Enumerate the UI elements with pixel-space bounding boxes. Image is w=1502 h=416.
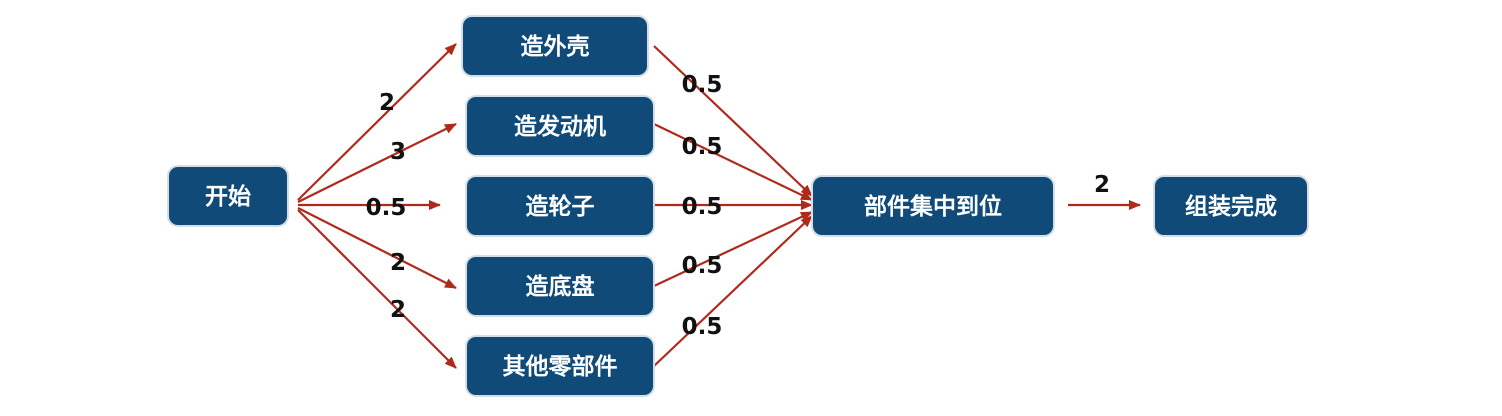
edges: [297, 43, 1141, 369]
node-chassis: 造底盘: [465, 255, 655, 317]
node-chassis-label: 造底盘: [526, 273, 595, 300]
edge-label-engine-gather: 0.5: [682, 134, 723, 160]
node-done: 组装完成: [1153, 175, 1309, 237]
node-gather: 部件集中到位: [811, 175, 1055, 237]
edge-label-other-gather: 0.5: [682, 314, 723, 340]
edge-start-other: [297, 209, 457, 369]
edge-label-start-other: 2: [390, 297, 406, 323]
edge-start-shell: [297, 43, 457, 201]
node-other-label: 其他零部件: [503, 353, 618, 380]
node-wheels-label: 造轮子: [526, 193, 595, 220]
node-start: 开始: [167, 165, 289, 227]
node-wheels: 造轮子: [465, 175, 655, 237]
node-gather-label: 部件集中到位: [864, 193, 1002, 220]
node-shell-label: 造外壳: [521, 33, 590, 60]
node-shell: 造外壳: [461, 15, 649, 77]
node-done-label: 组装完成: [1185, 193, 1277, 220]
edge-other-gather: [653, 215, 813, 367]
node-start-label: 开始: [205, 183, 251, 210]
edge-label-gather-done: 2: [1094, 172, 1110, 198]
edge-start-engine: [297, 123, 457, 203]
edge-label-start-shell: 2: [379, 90, 395, 116]
edge-label-wheels-gather: 0.5: [682, 194, 723, 220]
edge-label-start-engine: 3: [390, 139, 406, 165]
edge-chassis-gather: [653, 211, 813, 287]
edge-label-start-chassis: 2: [390, 250, 406, 276]
edge-label-start-wheels: 0.5: [366, 195, 407, 221]
node-other: 其他零部件: [465, 335, 655, 397]
edge-label-shell-gather: 0.5: [682, 72, 723, 98]
nodes: 开始 造外壳 造发动机 造轮子 造底盘 其他零部件 部件集中到位: [167, 15, 1309, 397]
edge-shell-gather: [653, 45, 813, 197]
edge-label-chassis-gather: 0.5: [682, 253, 723, 279]
edge-engine-gather: [653, 123, 813, 201]
node-engine-label: 造发动机: [514, 113, 606, 140]
edge-start-chassis: [297, 207, 457, 289]
node-engine: 造发动机: [465, 95, 655, 157]
edge-labels: 2 3 0.5 2 2 0.5 0.5 0.5 0.5 0.5 2: [366, 72, 1110, 340]
